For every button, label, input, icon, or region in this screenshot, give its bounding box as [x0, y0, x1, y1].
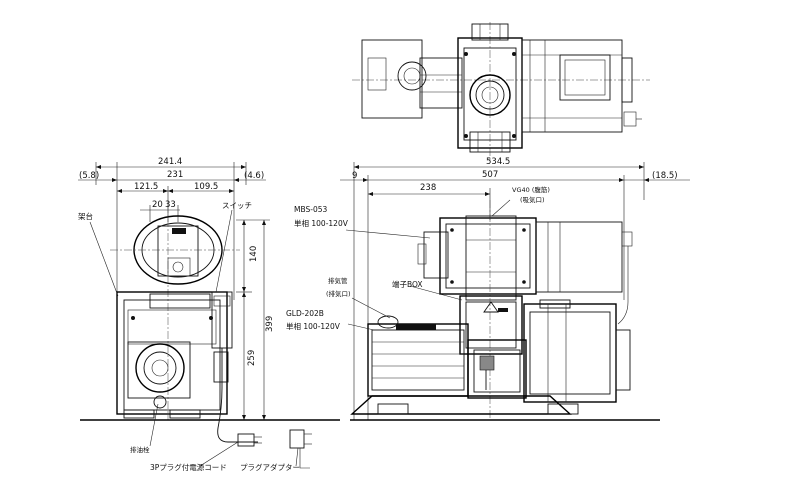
dim-140: 140: [249, 246, 259, 262]
label-exhaust: 排気管: [328, 276, 348, 285]
dim-399: 399: [265, 316, 275, 332]
label-base: 架台: [78, 211, 93, 221]
dim-right-offset: (4.6): [244, 171, 264, 181]
label-drain: 排油栓: [130, 445, 150, 454]
dim-121-5: 121.5: [134, 182, 158, 192]
label-vg40: VG40 (腹筋): [512, 185, 550, 194]
label-exhaust-sub: (排気口): [326, 289, 351, 298]
dim-18-5: (18.5): [652, 171, 678, 181]
label-vg40-sub: (吸気口): [520, 195, 545, 204]
label-mbs-power: 単相 100-120V: [294, 218, 349, 228]
dim-241-4: 241.4: [158, 157, 182, 167]
label-gld-power: 単相 100-120V: [286, 321, 341, 331]
dimension-labels: (5.8) 241.4 231 (4.6) 121.5 109.5 20 33 …: [79, 157, 678, 366]
dim-231: 231: [167, 170, 183, 180]
dim-33: 33: [165, 200, 176, 210]
label-switch: スイッチ: [222, 201, 252, 210]
label-terminal-box: 端子BOX: [392, 279, 423, 289]
dim-20: 20: [152, 200, 163, 210]
dim-left-offset: (5.8): [79, 171, 99, 181]
label-plug-cord: 3Pプラグ付電源コード: [150, 462, 227, 472]
front-view: [340, 162, 690, 421]
dim-9: 9: [352, 171, 357, 181]
label-gld-model: GLD-202B: [286, 309, 324, 318]
dim-109-5: 109.5: [194, 182, 218, 192]
dim-534-5: 534.5: [486, 157, 510, 167]
part-labels: 架台 スイッチ 排油栓 3Pプラグ付電源コード プラグアダプター MBS-053…: [78, 185, 550, 472]
dim-507: 507: [482, 170, 498, 180]
label-plug-adapter: プラグアダプター: [240, 462, 300, 472]
side-view: [78, 162, 340, 469]
label-mbs-model: MBS-053: [294, 205, 327, 214]
top-view: [352, 22, 650, 160]
dim-238: 238: [420, 183, 436, 193]
dim-259: 259: [247, 350, 257, 366]
